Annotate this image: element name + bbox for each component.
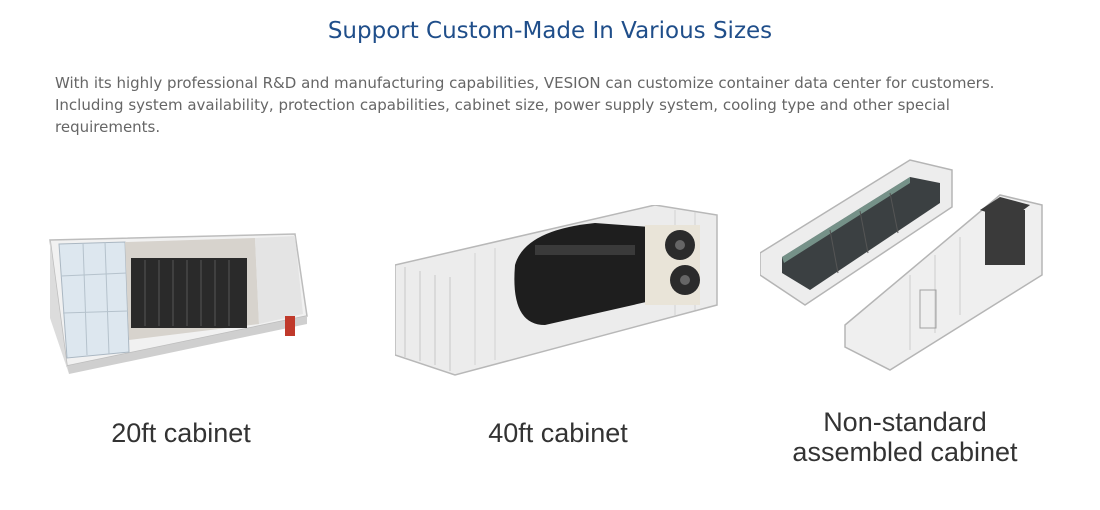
- caption-20ft-cabinet: 20ft cabinet: [45, 418, 317, 448]
- caption-line: assembled cabinet: [792, 437, 1018, 467]
- caption-line: Non-standard: [823, 407, 987, 437]
- non-standard-cabinet-image: [760, 159, 1043, 371]
- 40ft-cabinet-image: [395, 205, 718, 376]
- section-description: With its highly professional R&D and man…: [55, 74, 995, 136]
- caption-non-standard-cabinet: Non-standard assembled cabinet: [760, 407, 1050, 467]
- caption-line: 40ft cabinet: [488, 418, 628, 448]
- caption-line: 20ft cabinet: [111, 418, 251, 448]
- section-title: Support Custom-Made In Various Sizes: [327, 18, 773, 44]
- caption-40ft-cabinet: 40ft cabinet: [395, 418, 721, 448]
- 20ft-cabinet-image: [49, 233, 308, 374]
